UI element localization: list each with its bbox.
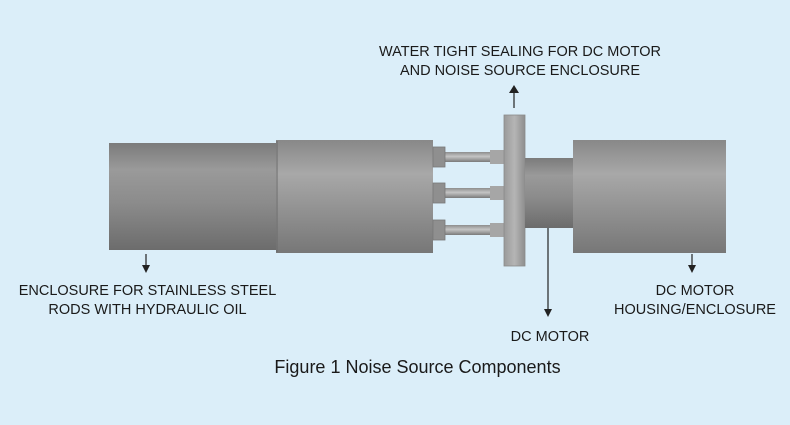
rod-enclosure-right-section bbox=[276, 140, 433, 253]
dc-motor-housing bbox=[573, 140, 726, 253]
annotation-arrows bbox=[142, 85, 696, 317]
dc-motor-arrow-head bbox=[544, 309, 552, 317]
rod-nut-bottom bbox=[432, 219, 446, 241]
housing-label: DC MOTOR HOUSING/ENCLOSURE bbox=[600, 282, 790, 320]
rod-bottom bbox=[444, 225, 504, 235]
dc-motor-label: DC MOTOR bbox=[510, 329, 590, 345]
sealing-arrow-head bbox=[509, 85, 519, 93]
sealing-label: WATER TIGHT SEALING FOR DC MOTOR AND NOI… bbox=[340, 43, 700, 81]
rod-nut-middle bbox=[432, 182, 446, 204]
sealing-flange bbox=[503, 114, 526, 267]
dc-motor-body bbox=[525, 158, 575, 228]
rod-top bbox=[444, 152, 504, 162]
rod-collar-middle bbox=[490, 186, 504, 200]
enclosure-label-line1: ENCLOSURE FOR STAINLESS STEEL bbox=[18, 283, 277, 299]
rod-collar-bottom bbox=[490, 223, 504, 237]
enclosure-label: ENCLOSURE FOR STAINLESS STEEL RODS WITH … bbox=[0, 282, 295, 320]
housing-label-line2: HOUSING/ENCLOSURE bbox=[614, 302, 776, 318]
rod-enclosure-left-section bbox=[109, 143, 279, 250]
enclosure-arrow-head bbox=[142, 265, 150, 273]
sealing-label-line1: WATER TIGHT SEALING FOR DC MOTOR bbox=[379, 44, 661, 60]
enclosure-label-line2: RODS WITH HYDRAULIC OIL bbox=[48, 302, 247, 318]
housing-label-line1: DC MOTOR bbox=[655, 283, 735, 299]
figure-caption: Figure 1 Noise Source Components bbox=[274, 357, 561, 377]
stainless-steel-rods bbox=[432, 146, 504, 241]
rod-collar-top bbox=[490, 150, 504, 164]
rod-nut-top bbox=[432, 146, 446, 168]
rod-middle bbox=[444, 188, 504, 198]
housing-arrow-head bbox=[688, 265, 696, 273]
sealing-label-line2: AND NOISE SOURCE ENCLOSURE bbox=[399, 63, 641, 79]
